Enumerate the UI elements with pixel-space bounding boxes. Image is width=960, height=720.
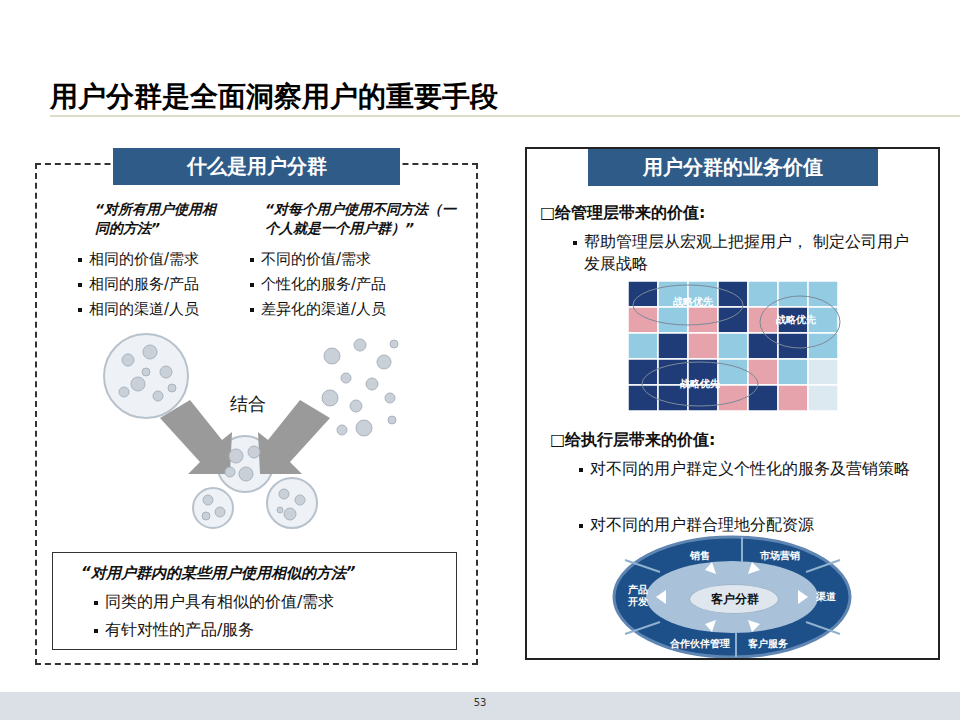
page-title: 用户分群是全面洞察用户的重要手段 (50, 78, 498, 116)
bullet-text: 差异化的渠道/人员 (261, 299, 461, 319)
figure-label: 结合 (230, 392, 266, 416)
figure-label: 合作伙伴管理 (670, 637, 730, 651)
bullet-text: 个性化的服务/产品 (261, 274, 461, 294)
bullet-text: 相同的渠道/人员 (89, 299, 259, 319)
node-text: □给执行层带来的价值: (550, 429, 910, 451)
node-text: “对所有用户使用相同的方法” (95, 200, 225, 238)
figure-label: 市场营销 (760, 549, 800, 563)
bullet-text: 帮助管理层从宏观上把握用户， 制定公司用户发展战略 (584, 231, 924, 274)
figure-label: 战略优先 (673, 295, 713, 309)
node-text: “对每个用户使用不同方法（一个人就是一个用户群）” (265, 200, 470, 238)
node-text: □给管理层带来的价值: (540, 202, 900, 224)
header-band: 什么是用户分群 (113, 148, 400, 185)
bullet-text: 同类的用户具有相似的价值/需求 (105, 591, 445, 613)
value-panel: 用户分群的业务价值 □给管理层带来的价值: 帮助管理层从宏观上把握用户， 制定公司用… (525, 147, 940, 660)
bullet-text: 有针对性的产品/服务 (105, 619, 445, 641)
page-number: 53 (0, 697, 960, 708)
bullet-text: 相同的价值/需求 (89, 249, 259, 269)
footer-bar (0, 692, 960, 720)
priority-grid (628, 281, 840, 411)
bullet-text: 对不同的用户群定义个性化的服务及营销策略 (590, 458, 920, 480)
node-text: “对用户群内的某些用户使用相似的方法” (81, 563, 451, 583)
figure-label: 渠道 (816, 590, 836, 604)
figure-label: 销售 (690, 549, 710, 563)
title-rule (50, 115, 960, 117)
segment-ring (614, 537, 850, 657)
segment-box: “对用户群内的某些用户使用相似的方法” 同类的用户具有相似的价值/需求有针对性的产… (52, 552, 457, 650)
node-text: 客户分群 (690, 591, 780, 607)
figure-label: 战略优先 (680, 377, 720, 391)
bullet-text: 对不同的用户群合理地分配资源 (590, 514, 920, 536)
figure-label: 战略优先 (776, 313, 816, 327)
bullet-text: 不同的价值/需求 (261, 249, 461, 269)
segment-core: 客户分群 (689, 584, 779, 614)
header-band: 用户分群的业务价值 (588, 149, 878, 186)
cluster-figure (104, 334, 398, 528)
figure-label: 产品开发 (628, 584, 650, 607)
figure-label: 客户服务 (748, 637, 788, 651)
bullet-text: 相同的服务/产品 (89, 274, 259, 294)
